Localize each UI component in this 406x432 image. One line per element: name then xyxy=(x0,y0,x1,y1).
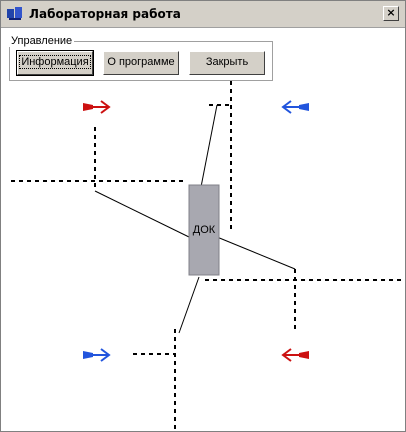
control-group-label: Управление xyxy=(9,35,75,47)
route-line xyxy=(94,190,190,238)
app-icon xyxy=(7,7,22,20)
control-group xyxy=(9,41,273,81)
close-icon[interactable]: × xyxy=(383,6,399,21)
info-button-label: Информация xyxy=(19,55,91,69)
arrow-left-icon xyxy=(281,348,309,362)
arrow-right-icon xyxy=(83,100,111,114)
arrow-right-icon xyxy=(83,348,111,362)
dock-label: ДОК xyxy=(193,224,216,236)
route-line xyxy=(178,276,200,334)
title-bar[interactable]: Лабораторная работа × xyxy=(1,1,405,28)
dock xyxy=(188,184,220,276)
route-line xyxy=(216,236,296,270)
about-button[interactable]: О программе xyxy=(103,51,179,75)
route-line xyxy=(200,104,218,188)
window-title: Лабораторная работа xyxy=(29,7,181,21)
arrow-left-icon xyxy=(281,100,309,114)
close-button[interactable]: Закрыть xyxy=(189,51,265,75)
info-button[interactable]: Информация xyxy=(16,50,94,76)
